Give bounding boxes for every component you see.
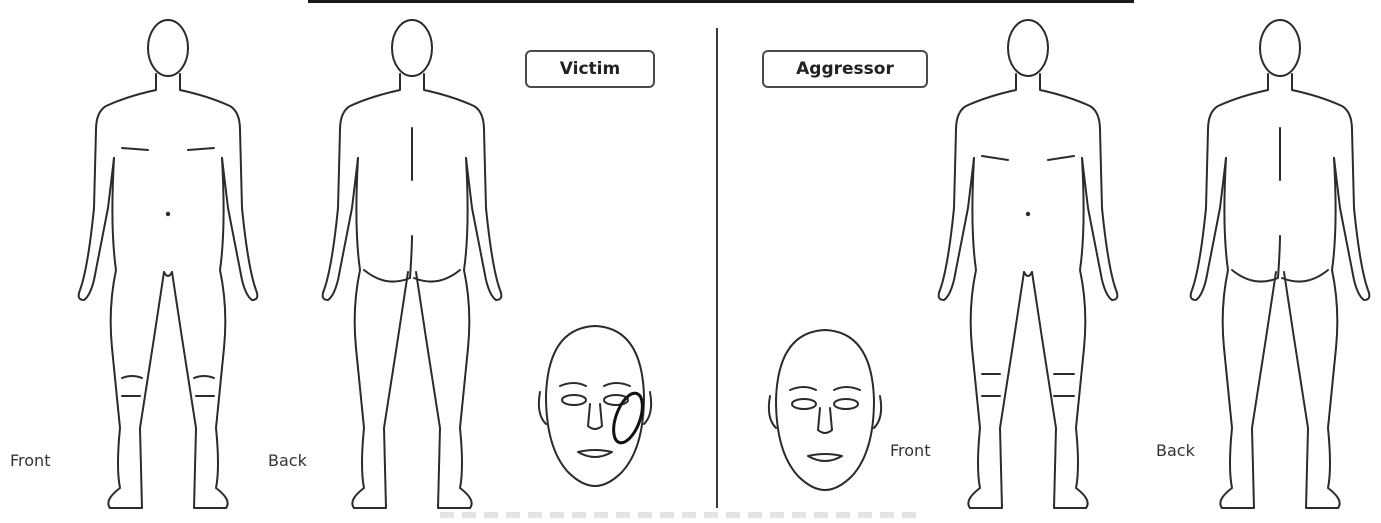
victim-header: Victim — [525, 50, 655, 88]
aggressor-label: Aggressor — [796, 59, 894, 79]
section-divider — [716, 28, 718, 508]
victim-front-body-figure — [68, 8, 268, 520]
faint-caption-line — [440, 512, 920, 518]
aggressor-back-label: Back — [1156, 441, 1195, 460]
victim-face-figure — [530, 318, 660, 498]
victim-label: Victim — [560, 59, 620, 79]
victim-back-body-figure — [312, 8, 512, 520]
top-rule — [308, 0, 1134, 3]
aggressor-front-body-figure — [928, 8, 1128, 520]
victim-back-label: Back — [268, 451, 307, 470]
aggressor-front-label: Front — [890, 441, 930, 460]
aggressor-face-figure — [760, 322, 890, 502]
aggressor-header: Aggressor — [762, 50, 928, 88]
aggressor-back-body-figure — [1180, 8, 1380, 520]
victim-front-label: Front — [10, 451, 50, 470]
